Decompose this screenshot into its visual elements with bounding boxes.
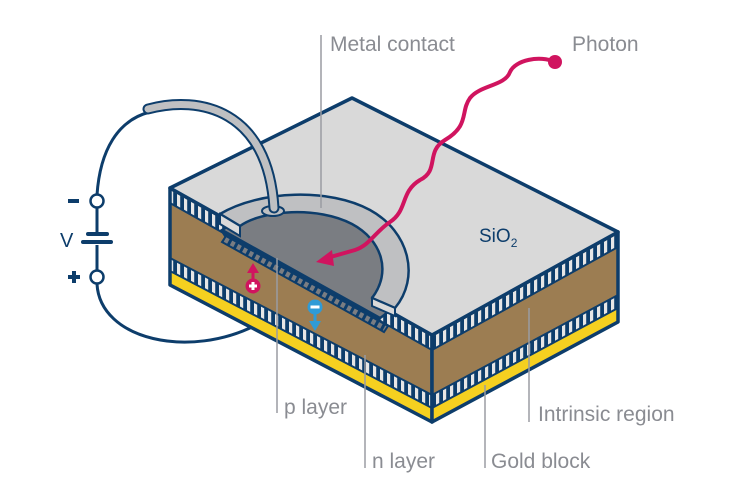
circuit-wire [95, 110, 259, 344]
electron-carrier-icon [307, 299, 323, 331]
metal-contact-label: Metal contact [330, 33, 455, 56]
bond-wire [142, 99, 285, 217]
minus-terminal [89, 193, 105, 209]
photon-wave [316, 55, 562, 266]
gold-block-label: Gold block [491, 450, 591, 473]
voltage-label: V [60, 230, 74, 252]
block-front-left-face [168, 186, 434, 424]
gold-block-left [170, 271, 432, 420]
photon-arrowhead-icon [316, 250, 334, 266]
minus-sign-icon [68, 199, 79, 203]
photon-source-dot [548, 55, 562, 69]
p-layer-strip [220, 234, 390, 334]
sio2-label: SiO2 [479, 226, 518, 250]
intrinsic-region-label: Intrinsic region [538, 403, 675, 426]
p-layer-label: p layer [284, 396, 347, 419]
plus-terminal [89, 269, 105, 285]
p-region-cutout [219, 209, 399, 334]
battery-icon [81, 232, 113, 244]
plus-sign-icon [68, 271, 80, 283]
hole-carrier-icon [245, 263, 261, 294]
photon-label: Photon [572, 33, 639, 56]
gold-block-right [432, 308, 618, 420]
metal-contact-ring [218, 193, 410, 318]
block-front-right-face [430, 230, 620, 424]
n-layer-label: n layer [372, 450, 435, 473]
